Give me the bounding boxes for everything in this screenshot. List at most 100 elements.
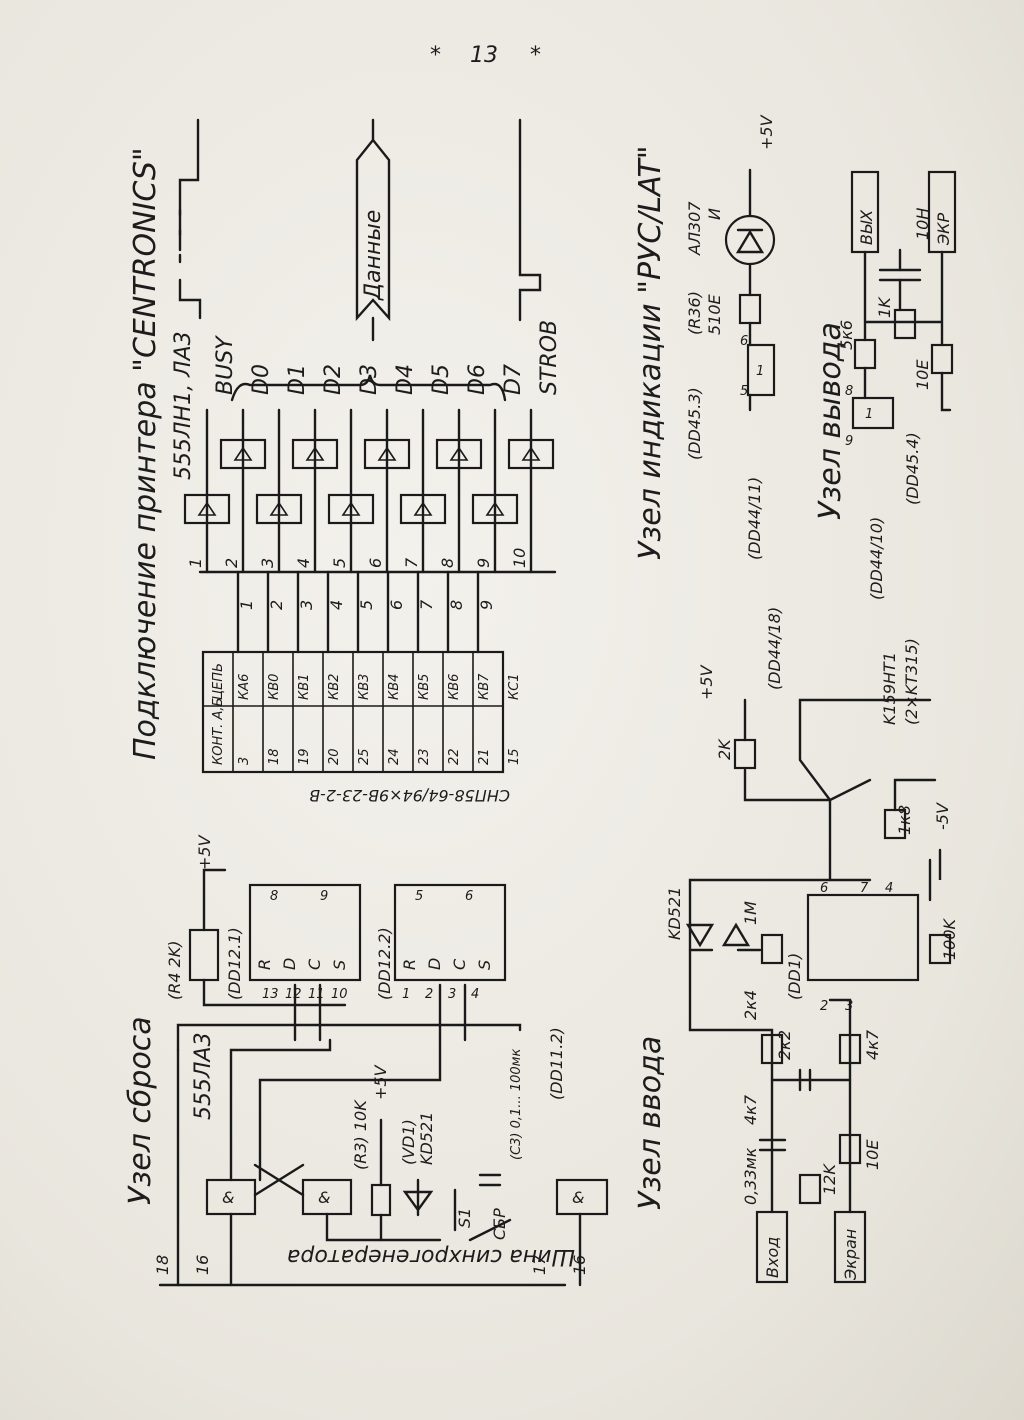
connector-pin-number: 2 <box>222 558 241 568</box>
svg-text:S: S <box>330 960 349 970</box>
table-pin-number: 6 <box>387 600 406 610</box>
data-bracket <box>230 374 507 402</box>
svg-text:4: 4 <box>885 881 893 896</box>
sbr-label: СБР <box>490 1208 509 1240</box>
data-label: Данные <box>361 210 386 301</box>
table-signal-cell: КА6 <box>237 674 252 700</box>
bus-pin-18: 18 <box>153 1255 172 1275</box>
reset-chip-label: 555ЛА3 <box>191 1032 216 1120</box>
r-4k7-top <box>838 1033 862 1065</box>
connector-pin-number: 5 <box>330 558 349 568</box>
gate2-symbol: & <box>318 1188 330 1207</box>
indication-node: Узел индикации "РУС/LAT" (DD45.3) (R36) … <box>633 114 776 560</box>
led-circle <box>724 214 776 266</box>
connector-table: КОНТ. А,Б ЦЕПЬ 3КА618КВ019КВ120КВ225КВ32… <box>201 650 522 774</box>
svg-text:D: D <box>425 958 444 970</box>
buffer-gate <box>471 493 519 525</box>
table-pin-number: 3 <box>297 600 316 610</box>
table-signal-cell: КВ1 <box>297 674 312 700</box>
signal-label-d4: D4 <box>393 364 418 395</box>
dd44-10-label: (DD44/10) <box>867 517 886 600</box>
svg-text:10Н: 10Н <box>913 208 932 240</box>
buffer-triangle-icon <box>305 446 325 461</box>
svg-text:1: 1 <box>402 987 410 1002</box>
buffer-triangle-icon <box>233 446 253 461</box>
buffer-gate <box>183 493 231 525</box>
table-contact-cell: 3 <box>237 757 252 765</box>
r-5k6 <box>853 338 877 370</box>
table-pin-number: 7 <box>417 599 436 610</box>
svg-text:4к7: 4к7 <box>863 1029 882 1060</box>
r-2k4 <box>760 1033 784 1065</box>
svg-text:5: 5 <box>415 889 423 904</box>
svg-text:6: 6 <box>465 889 473 904</box>
signal-label-d2: D2 <box>321 364 346 395</box>
connector-pin-number: 7 <box>402 557 421 568</box>
dd45-3-gate <box>746 343 776 397</box>
r-2k <box>733 738 757 770</box>
r-1m <box>760 933 784 965</box>
svg-text:9: 9 <box>845 434 853 449</box>
r-10e-out <box>930 343 954 375</box>
table-signal-cell: КВ6 <box>447 674 462 700</box>
buffer-gate <box>327 493 375 525</box>
wire-gate1-up <box>229 1038 332 1182</box>
svg-text:13: 13 <box>262 987 279 1002</box>
signal-label-d5: D5 <box>429 364 454 395</box>
led-label: АЛ307 <box>685 201 704 256</box>
page-mark-left: * <box>430 43 441 68</box>
buffer-triangle-icon <box>449 446 469 461</box>
table-contact-cell: 20 <box>327 748 342 765</box>
table-signal-cell: КС1 <box>507 673 522 700</box>
table-pin-number: 1 <box>237 600 256 610</box>
svg-text:100K: 100K <box>940 917 959 960</box>
dd45-3-label: (DD45.3) <box>685 387 704 460</box>
buffer-triangle-icon <box>413 501 433 516</box>
transistor-label: K159HT1 <box>880 652 899 725</box>
connector-pin-number: 4 <box>294 558 313 568</box>
svg-text:1: 1 <box>865 407 873 422</box>
cross-coupling <box>253 1163 305 1197</box>
connector-pin-number: 1 <box>186 558 205 568</box>
r3-label: (R3) 10K <box>351 1099 370 1170</box>
svg-text:1: 1 <box>756 364 764 379</box>
connector-pin-number: 10 <box>510 548 529 568</box>
s1-switch-blade <box>468 1218 512 1242</box>
busy-waveform <box>178 118 202 320</box>
svg-text:2: 2 <box>425 987 433 1002</box>
c-033mk <box>758 1138 787 1152</box>
connector-label: СНП58-64/94×9В-23-2-В <box>309 786 510 805</box>
svg-text:12: 12 <box>285 987 302 1002</box>
r-100k <box>928 933 952 965</box>
svg-text:12K: 12K <box>820 1163 839 1195</box>
dd44-18-label: (DD44/18) <box>765 607 784 690</box>
buffer-gate <box>291 438 339 470</box>
svg-text:6: 6 <box>820 881 828 896</box>
dd1-label: (DD1) <box>785 953 804 1000</box>
diodes-label: KD521 <box>665 887 684 940</box>
buffer-triangle-icon <box>197 501 217 516</box>
bus-pin-16: 16 <box>193 1255 212 1275</box>
svg-text:2к4: 2к4 <box>741 990 760 1020</box>
input-node: Узел ввода Вход Экран KD521 (DD1) 2 3 6 … <box>633 607 959 1284</box>
table-pin-number: 9 <box>477 600 496 610</box>
r4-resistor <box>188 928 220 982</box>
connector-pin-number: 3 <box>258 558 277 568</box>
transistor-sub: (2×KT315) <box>902 638 921 725</box>
table-pin-number: 8 <box>447 600 466 610</box>
buffer-gate <box>399 493 447 525</box>
transistor-pair <box>798 698 932 882</box>
svg-text:4к7: 4к7 <box>741 1094 760 1125</box>
connector-pin-number: 8 <box>438 558 457 568</box>
buffer-gate <box>507 438 555 470</box>
signal-label-busy: BUSY <box>213 335 238 395</box>
buffer-triangle-icon <box>269 501 289 516</box>
table-signal-cell: КВ5 <box>417 674 432 700</box>
buffer-gate <box>363 438 411 470</box>
svg-text:2к2: 2к2 <box>775 1030 794 1060</box>
r36-value: 510Е <box>705 293 724 335</box>
svg-text:ЦЕПЬ: ЦЕПЬ <box>211 663 226 700</box>
svg-text:1M: 1M <box>741 901 760 925</box>
table-pin-number: 4 <box>327 600 346 610</box>
